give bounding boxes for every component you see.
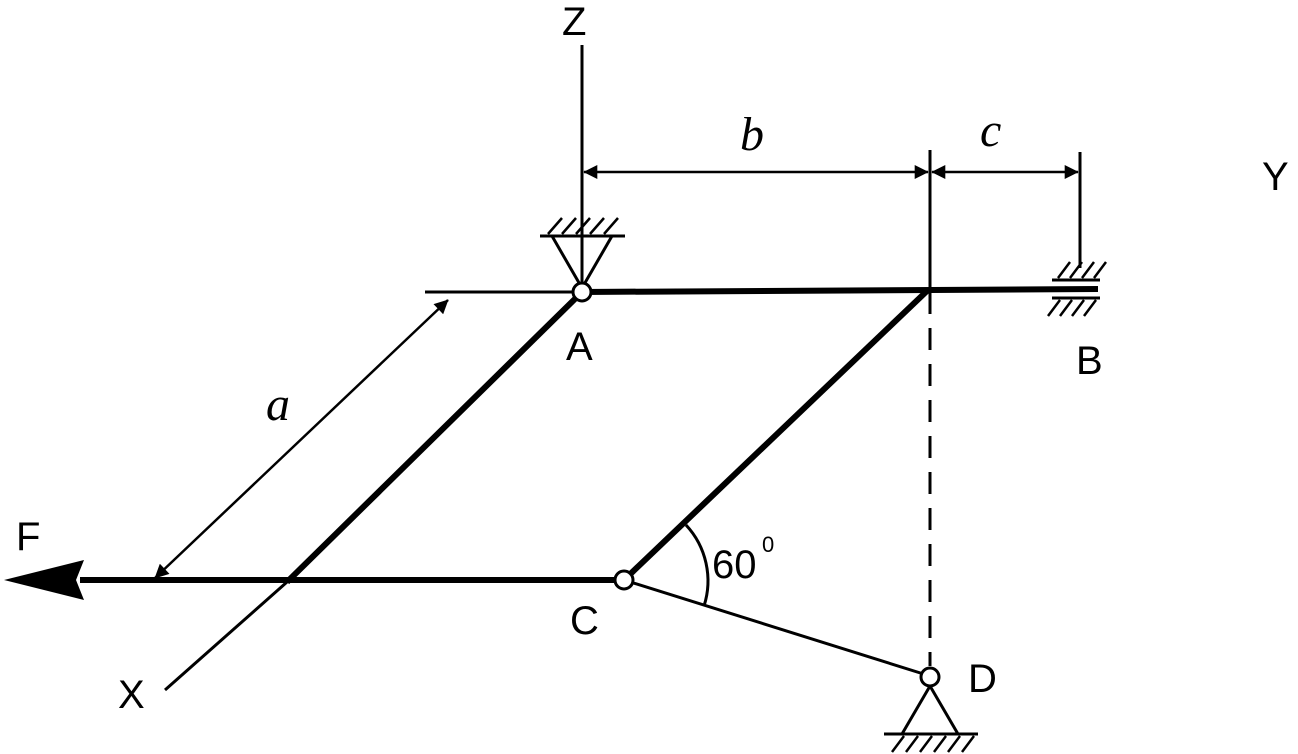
label-c: C (570, 599, 599, 643)
angle-arc (684, 523, 710, 607)
support-d (884, 685, 978, 753)
dim-a-line (154, 299, 449, 579)
support-b (1047, 261, 1107, 317)
x-axis-line (164, 580, 288, 692)
support-a (540, 217, 625, 289)
hinge-d (919, 666, 941, 688)
force-arrow-head (4, 560, 84, 600)
hinge-c (613, 569, 635, 591)
hinge-a (571, 281, 593, 303)
beam-ab (581, 286, 1099, 295)
member-c-top (621, 287, 931, 583)
dim-a-label: a (266, 378, 290, 431)
label-b: B (1076, 339, 1103, 383)
label-d: D (968, 657, 997, 701)
rod-cd (623, 578, 931, 678)
dim-b-label: b (740, 108, 764, 161)
label-x: X (118, 673, 145, 717)
member-a-bottom (284, 289, 585, 585)
label-y: Y (1262, 155, 1289, 199)
angle-unit: 0 (762, 532, 774, 557)
label-z: Z (562, 0, 586, 44)
label-force: F (16, 515, 40, 559)
label-a: A (566, 325, 593, 369)
angle-label: 60 (712, 543, 757, 587)
dim-c-label: c (980, 104, 1001, 157)
